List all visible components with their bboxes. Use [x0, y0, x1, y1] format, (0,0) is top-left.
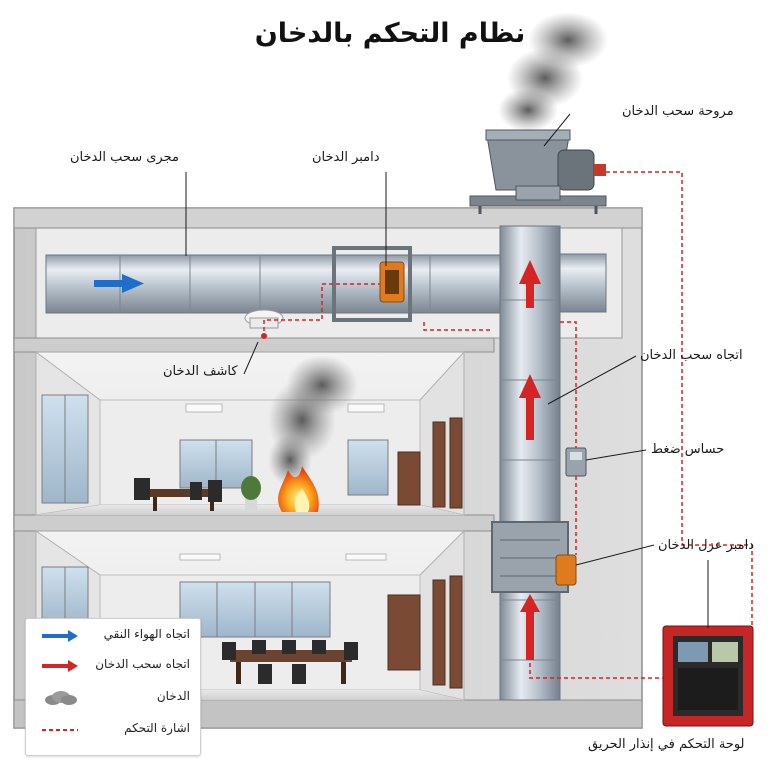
- smoke-direction-label: اتجاه سحب الدخان: [640, 348, 743, 363]
- upper-office-room: [35, 350, 465, 516]
- diagram-title: نظام التحكم بالدخان: [254, 18, 526, 49]
- legend-box: اتجاه الهواء النقي اتجاه سحب الدخان الدخ…: [25, 618, 201, 756]
- fire-alarm-control-panel: [662, 625, 754, 727]
- smoke-cloud-icon: [45, 691, 77, 705]
- lower-meeting-room: [35, 529, 465, 701]
- fire-panel-label: لوحة التحكم في إنذار الحريق: [588, 737, 745, 752]
- exhaust-fan-unit: [469, 129, 607, 214]
- dashed-line-icon: [42, 729, 78, 731]
- red-arrow-icon: [42, 660, 78, 672]
- pressure-sensor-device: [565, 447, 587, 477]
- legend-label: الدخان: [156, 689, 190, 703]
- isolation-damper-label: دامبر عزل الدخان: [658, 538, 755, 553]
- fire-and-smoke-upper-floor: [268, 355, 358, 512]
- legend-label: اتجاه الهواء النقي: [103, 627, 190, 641]
- blue-arrow-icon: [42, 630, 78, 642]
- exhaust-duct-label: مجرى سحب الدخان: [70, 150, 179, 165]
- smoke-detector-label: كاشف الدخان: [163, 364, 238, 379]
- exhaust-smoke-plume: [498, 12, 608, 132]
- vertical-smoke-riser: [491, 225, 607, 701]
- legend-label: اتجاه سحب الدخان: [95, 657, 190, 671]
- legend-label: اشارة التحكم: [124, 721, 190, 735]
- smoke-damper-label: دامبر الدخان: [312, 150, 380, 165]
- exhaust-fan-label: مروحة سحب الدخان: [622, 104, 734, 119]
- pressure-sensor-label: حساس ضغط: [651, 442, 725, 457]
- leader-lines: [185, 113, 709, 628]
- legend-item-smoke-direction: اتجاه سحب الدخان: [36, 655, 192, 677]
- legend-item-control-signal: اشارة التحكم: [36, 719, 192, 741]
- legend-item-fresh-air: اتجاه الهواء النقي: [36, 625, 192, 647]
- control-signal-lines: [263, 171, 753, 679]
- fresh-air-arrow: [94, 274, 144, 293]
- legend-item-smoke: الدخان: [36, 687, 192, 709]
